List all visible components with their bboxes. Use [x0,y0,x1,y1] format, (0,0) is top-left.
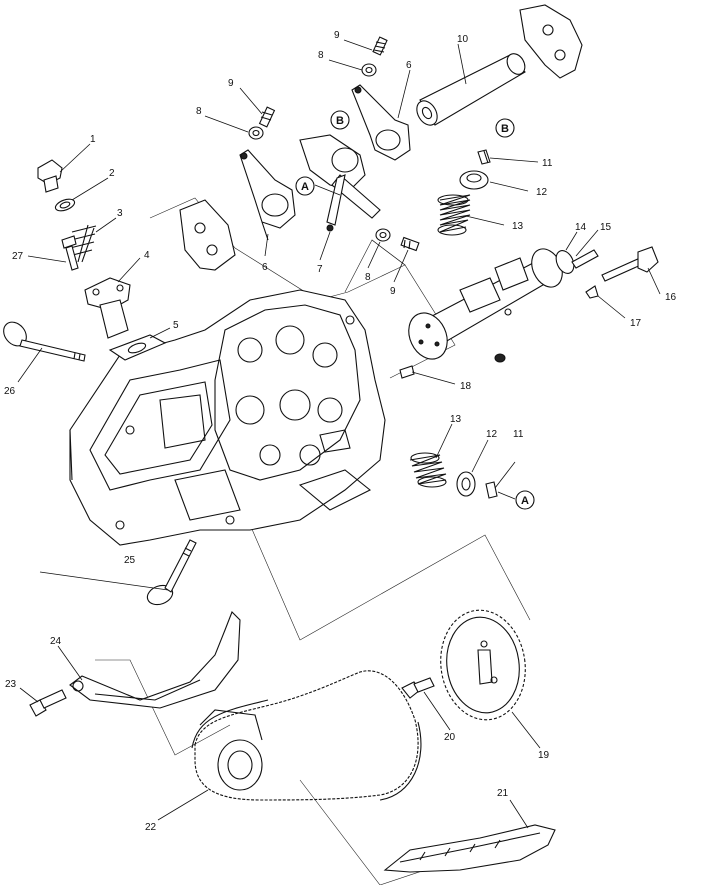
valve-spring-upper [437,194,471,236]
rocker-arm-upper-right [351,84,411,161]
rocker-shaft [416,53,526,126]
callout-9-top: 9 [334,30,340,41]
camshaft-pin-15 [571,249,599,269]
tensioner-body-4 [84,277,131,339]
valve-spring-lower [409,452,447,488]
callout-8-top: 8 [318,50,324,61]
valve-26 [3,321,86,362]
callout-4: 4 [144,250,150,261]
pin-18 [399,365,415,379]
callout-5: 5 [173,320,179,331]
callout-11-upper: 11 [542,158,553,169]
callout-6-right: 6 [406,60,412,71]
svg-text:A: A [521,495,529,507]
callout-24: 24 [50,636,62,647]
plug-bolt-1 [37,159,63,193]
svg-text:B: B [501,123,509,135]
callout-22: 22 [145,822,157,833]
callout-27: 27 [12,251,24,262]
callout-11-lower: 11 [513,429,524,440]
ref-mark-b-upper: B [330,110,350,130]
callout-12-upper: 12 [536,187,548,198]
callout-6-left: 6 [262,262,268,273]
rocker-arm-left [239,149,296,241]
camshaft [408,248,575,360]
adjust-screw-left [258,106,276,128]
callout-8-left: 8 [196,106,202,117]
leader-lines [17,39,661,829]
callout-16: 16 [665,292,677,303]
callout-23: 23 [5,679,17,690]
lock-nut-top [361,63,377,77]
callout-25: 25 [124,555,136,566]
rocker-bracket-left [179,199,236,271]
camshaft-nut [494,353,506,363]
spring-clip-17 [585,285,599,299]
callout-14: 14 [575,222,587,233]
ref-mark-a-lower: A [515,490,535,510]
callout-2: 2 [109,168,115,179]
spring-retainer-upper [459,170,489,190]
timing-chain-22 [191,670,422,801]
chain-tensioner-blade-24 [69,611,241,709]
rocker-arm-center [299,134,381,232]
valve-keeper-upper [477,149,491,165]
gasket-5 [108,334,167,361]
callout-26: 26 [4,386,16,397]
svg-text:A: A [301,181,309,193]
lock-nut-center [375,228,391,242]
callout-10: 10 [457,34,469,45]
rocker-bracket-right [519,4,583,79]
callout-21: 21 [497,788,509,799]
sprocket-bolt-20 [401,677,435,699]
adjust-screw-top [372,36,388,56]
cylinder-head [69,289,386,546]
ref-mark-b-right: B [495,118,515,138]
ref-mark-a-upper: A [295,176,315,196]
callout-19: 19 [538,750,550,761]
bolt-23 [29,689,67,717]
callout-15: 15 [600,222,612,233]
cam-sprocket-19 [440,609,526,721]
callout-18: 18 [460,381,472,392]
valve-25 [146,539,197,606]
callout-3: 3 [117,208,123,219]
callout-13-lower: 13 [450,414,462,425]
lock-nut-left [248,126,264,140]
washer-2 [54,198,76,212]
decompressor-16 [601,246,659,282]
callout-20: 20 [444,732,456,743]
bolt-27 [61,235,79,271]
callout-12-lower: 12 [486,429,498,440]
callout-8-center: 8 [365,272,371,283]
callout-labels: 1 2 3 4 5 6 6 7 8 8 8 9 9 9 10 11 11 12 … [4,30,677,833]
callout-13-upper: 13 [512,221,524,232]
chain-guide-21 [383,824,556,873]
callout-7: 7 [317,264,323,275]
callout-1: 1 [90,134,96,145]
adjust-screw-center [400,236,420,252]
callout-17: 17 [630,318,642,329]
phantom-box-chain [247,519,531,641]
spring-retainer-lower [456,471,476,497]
svg-text:B: B [336,115,344,127]
callout-9-center: 9 [390,286,396,297]
spring-3 [68,224,97,263]
callout-9-left: 9 [228,78,234,89]
valve-keeper-lower [485,481,498,499]
